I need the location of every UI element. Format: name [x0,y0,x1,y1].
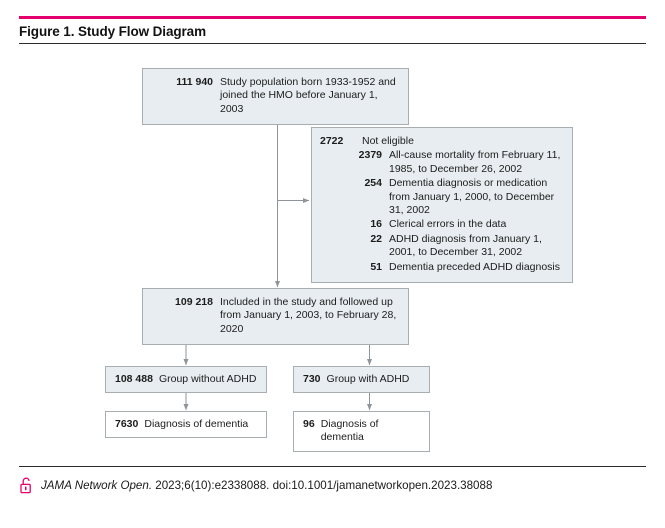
list-item: 51 Dementia preceded ADHD diagnosis [320,261,563,274]
node-count: 2722 [320,135,344,147]
item-label: Clerical errors in the data [389,218,507,231]
accent-rule [19,16,646,19]
item-label: ADHD diagnosis from January 1, 2001, to … [389,232,542,259]
node-count: 108 488 [115,373,153,385]
node-dementia-without-adhd: 7630 Diagnosis of dementia [105,411,267,439]
citation-details: 2023;6(10):e2338088. doi:10.1001/jamanet… [152,479,493,492]
node-group-with-adhd: 730 Group with ADHD [293,366,430,394]
journal-name: JAMA Network Open. [41,479,153,492]
list-item: 22 ADHD diagnosis from January 1, 2001, … [320,233,563,260]
node-study-population: 111 940 Study population born 1933-1952 … [142,68,409,126]
node-count: 7630 [115,418,139,430]
node-count: 111 940 [176,76,213,88]
item-count: 51 [370,260,382,273]
item-count: 16 [370,218,382,231]
node-label: Group with ADHD [326,373,410,385]
figure-footer: JAMA Network Open. 2023;6(10):e2338088. … [19,466,646,494]
item-label: Dementia diagnosis or medication from Ja… [389,177,555,217]
list-item: 16 Clerical errors in the data [320,218,563,231]
item-count: 22 [370,232,382,245]
node-count: 96 [303,418,315,430]
node-count: 730 [303,373,321,385]
item-label: All-cause mortality from February 11, 19… [389,149,561,175]
node-label: Diagnosis of dementia [144,418,249,430]
node-dementia-with-adhd: 96 Diagnosis of dementia [293,411,430,452]
node-label: Study population born 1933-1952 and join… [220,76,396,115]
item-label: Dementia preceded ADHD diagnosis [389,260,561,273]
node-count: 109 218 [175,296,213,308]
item-count: 254 [364,177,382,190]
open-lock-icon [20,477,31,494]
item-count: 2379 [358,149,382,162]
node-group-without-adhd: 108 488 Group without ADHD [105,366,267,394]
node-label: Group without ADHD [158,373,257,385]
list-item: 2379 All-cause mortality from February 1… [320,149,563,176]
footer-rule [19,466,646,467]
page-title: Figure 1. Study Flow Diagram [19,24,206,39]
node-label: Diagnosis of dementia [320,418,379,444]
node-label: Included in the study and followed up fr… [220,296,397,335]
node-label: Not eligible [362,135,414,147]
title-rule [19,43,646,44]
figure-header: Figure 1. Study Flow Diagram [19,16,646,44]
node-not-eligible: 2722 Not eligible 2379 All-cause mortali… [311,127,573,284]
node-included-in-study: 109 218 Included in the study and follow… [142,288,409,346]
list-item: 254 Dementia diagnosis or medication fro… [320,177,563,217]
citation-text: JAMA Network Open. 2023;6(10):e2338088. … [41,479,492,493]
